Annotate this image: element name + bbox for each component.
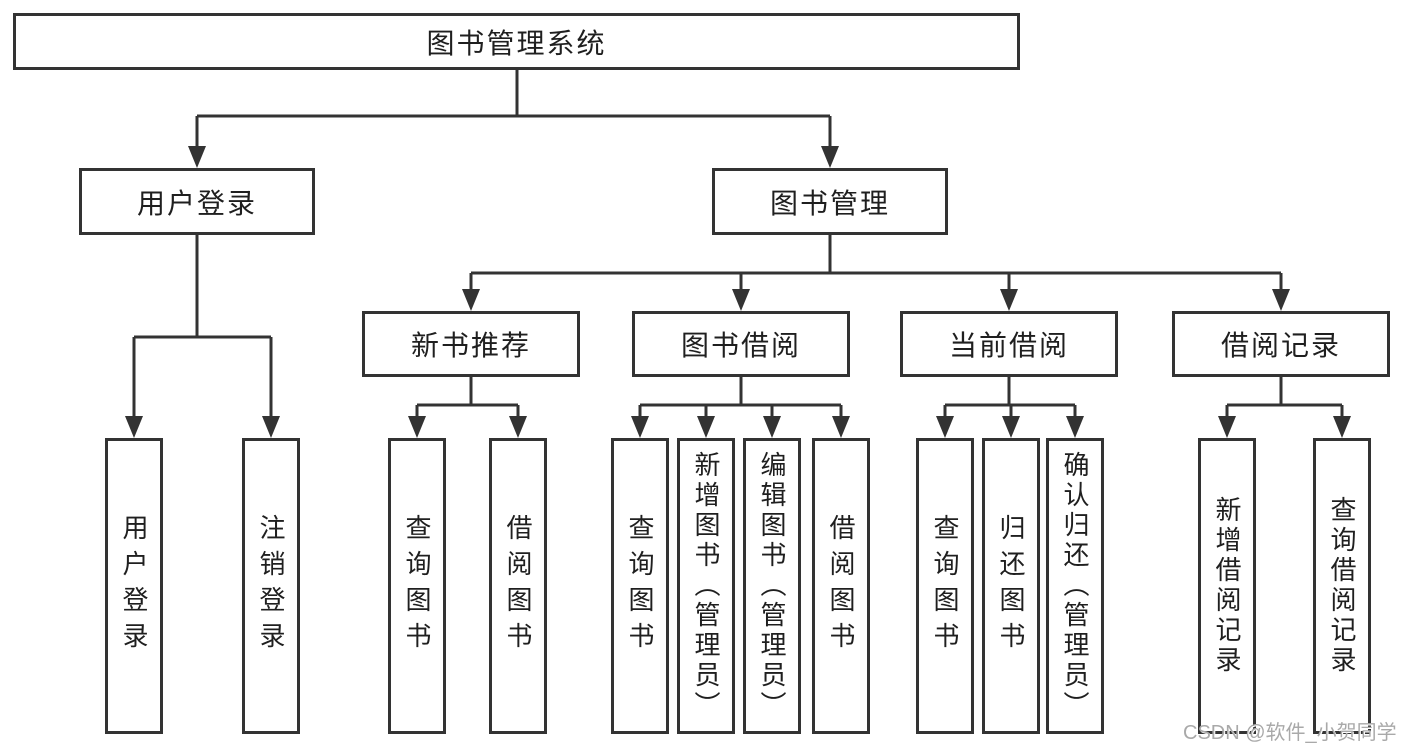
node-query-borrow-record: 查询借阅记录 bbox=[1313, 438, 1371, 734]
node-query-books-borrow-label: 查询图书 bbox=[625, 514, 655, 658]
node-edit-book-admin-label: 编辑图书（管理员） bbox=[757, 451, 787, 721]
node-user-login-op: 用户登录 bbox=[105, 438, 163, 734]
node-query-books-current-label: 查询图书 bbox=[930, 514, 960, 658]
node-return-book-label: 归还图书 bbox=[996, 514, 1026, 658]
node-library-system-label: 图书管理系统 bbox=[426, 27, 607, 59]
node-book-borrow-label: 图书借阅 bbox=[680, 330, 801, 361]
node-borrow-records: 借阅记录 bbox=[1172, 311, 1390, 377]
node-borrow-books-op: 借阅图书 bbox=[812, 438, 870, 734]
node-user-login-op-label: 用户登录 bbox=[119, 514, 149, 658]
node-add-borrow-record-label: 新增借阅记录 bbox=[1212, 496, 1242, 676]
node-book-management: 图书管理 bbox=[712, 168, 948, 235]
node-user-login: 用户登录 bbox=[79, 168, 315, 235]
node-confirm-return-admin: 确认归还（管理员） bbox=[1046, 438, 1104, 734]
node-query-books-borrow: 查询图书 bbox=[611, 438, 669, 734]
node-book-management-label: 图书管理 bbox=[769, 187, 890, 219]
node-current-borrow: 当前借阅 bbox=[900, 311, 1118, 377]
node-borrow-books-op-label: 借阅图书 bbox=[826, 514, 856, 658]
node-confirm-return-admin-label: 确认归还（管理员） bbox=[1060, 451, 1090, 721]
node-new-book-recommend: 新书推荐 bbox=[362, 311, 580, 377]
watermark: CSDN @软件_小贺同学 bbox=[1183, 722, 1397, 744]
node-borrow-books-recommend-label: 借阅图书 bbox=[503, 514, 533, 658]
node-borrow-books-recommend: 借阅图书 bbox=[489, 438, 547, 734]
node-add-borrow-record: 新增借阅记录 bbox=[1198, 438, 1256, 734]
node-library-system: 图书管理系统 bbox=[13, 13, 1020, 70]
arrowheads bbox=[125, 146, 1351, 438]
node-book-borrow: 图书借阅 bbox=[632, 311, 850, 377]
connector-lines bbox=[132, 70, 1344, 420]
node-query-books-current: 查询图书 bbox=[916, 438, 974, 734]
node-logout-op: 注销登录 bbox=[242, 438, 300, 734]
node-query-borrow-record-label: 查询借阅记录 bbox=[1327, 496, 1357, 676]
node-return-book: 归还图书 bbox=[982, 438, 1040, 734]
node-query-books-recommend: 查询图书 bbox=[388, 438, 446, 734]
node-user-login-label: 用户登录 bbox=[136, 187, 257, 219]
node-borrow-records-label: 借阅记录 bbox=[1220, 330, 1341, 361]
node-edit-book-admin: 编辑图书（管理员） bbox=[743, 438, 801, 734]
node-current-borrow-label: 当前借阅 bbox=[948, 330, 1069, 361]
node-new-book-recommend-label: 新书推荐 bbox=[410, 330, 531, 361]
node-add-book-admin-label: 新增图书（管理员） bbox=[691, 451, 721, 721]
node-logout-op-label: 注销登录 bbox=[256, 514, 286, 658]
node-add-book-admin: 新增图书（管理员） bbox=[677, 438, 735, 734]
node-query-books-recommend-label: 查询图书 bbox=[402, 514, 432, 658]
